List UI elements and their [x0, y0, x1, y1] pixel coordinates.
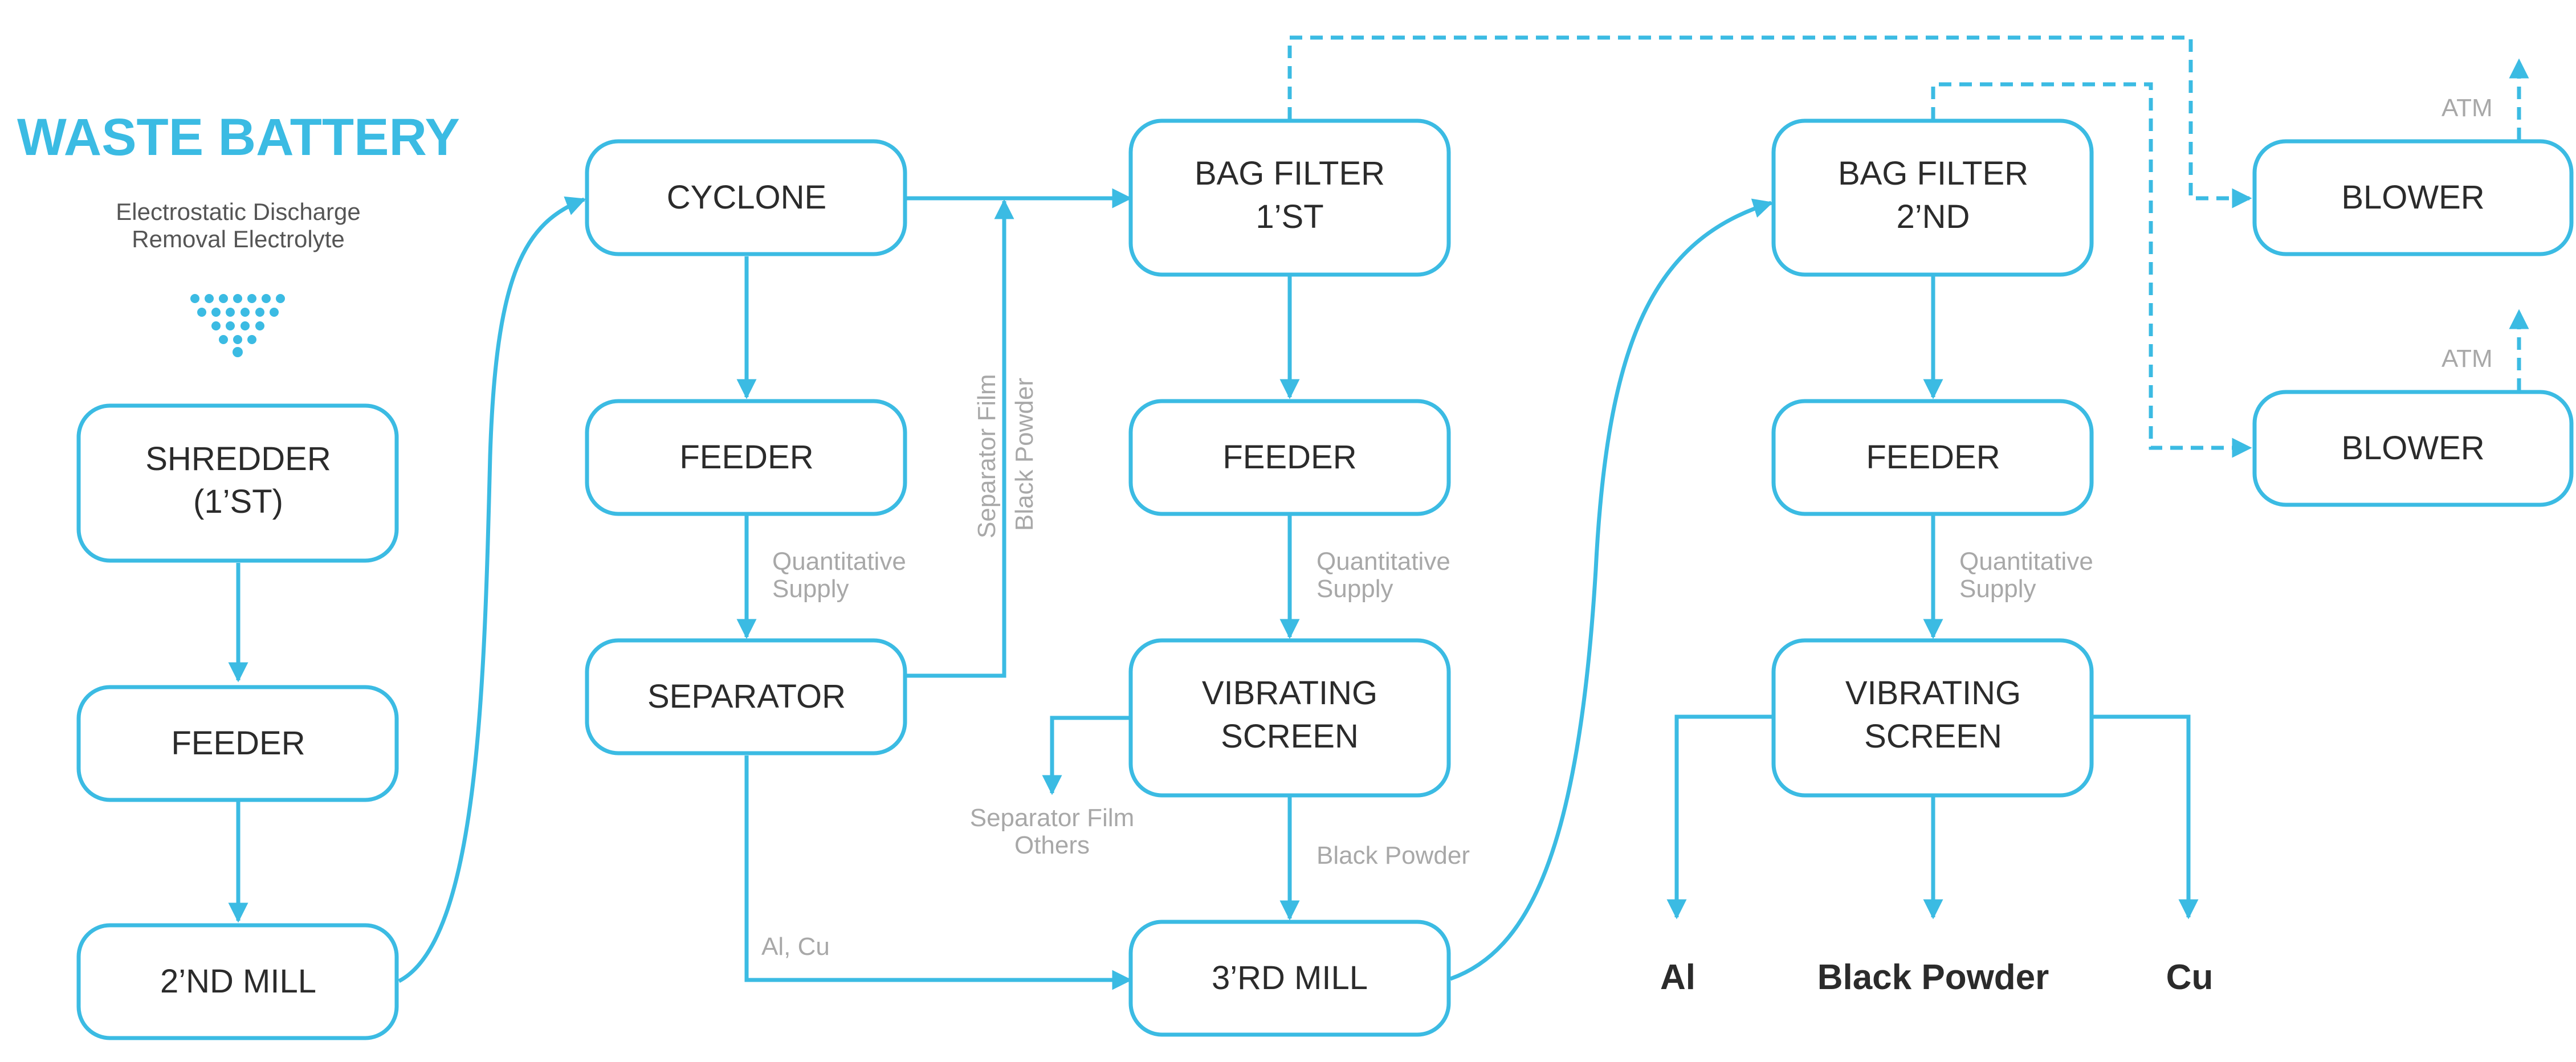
label-quantitative-supply-3a: Quantitative	[1959, 548, 2093, 575]
node-label: BAG FILTER	[1195, 155, 1385, 192]
node-label: BLOWER	[2341, 430, 2484, 467]
label-separator-film: Separator Film	[973, 374, 1001, 538]
node-feeder-3: FEEDER	[1128, 399, 1451, 516]
node-label: FEEDER	[1866, 439, 2000, 476]
node-label: SCREEN	[1221, 718, 1359, 755]
droplets-triangle-icon	[190, 294, 285, 357]
arrow-separator-to-bag-filter-line	[906, 199, 1014, 678]
node-label: SEPARATOR	[647, 678, 846, 715]
arrow-vibrating-screen-2-to-al	[1666, 714, 1772, 920]
node-feeder-1: FEEDER	[76, 685, 399, 802]
node-vibrating-screen-1: VIBRATING SCREEN	[1128, 638, 1451, 798]
node-bag-filter-2nd: BAG FILTER 2’ND	[1771, 119, 2094, 277]
node-label: (1’ST)	[193, 483, 283, 520]
node-bag-filter-1st: BAG FILTER 1’ST	[1128, 119, 1451, 277]
product-cu: Cu	[2166, 958, 2214, 997]
node-label: 2’ND	[1897, 198, 1970, 235]
node-feeder-2: FEEDER	[585, 399, 907, 516]
node-label: FEEDER	[679, 439, 813, 476]
subtitle-line-2: Removal Electrolyte	[132, 226, 344, 252]
label-atm-1: ATM	[2442, 94, 2493, 122]
node-2nd-mill: 2’ND MILL	[76, 923, 399, 1040]
node-label: 2’ND MILL	[160, 963, 316, 1000]
label-quantitative-supply-2a: Quantitative	[1316, 548, 1450, 575]
label-black-powder-vertical: Black Powder	[1010, 378, 1038, 531]
arrow-2nd-mill-to-cyclone	[398, 196, 586, 983]
dashed-bag-filter-2-to-blower-2	[1931, 82, 2252, 458]
product-al: Al	[1660, 958, 1695, 997]
node-separator: SEPARATOR	[585, 638, 907, 755]
node-blower-1: BLOWER	[2252, 139, 2574, 256]
label-atm-2: ATM	[2442, 345, 2493, 373]
label-black-powder: Black Powder	[1316, 842, 1470, 869]
node-label: SCREEN	[1864, 718, 2002, 755]
node-label: 3’RD MILL	[1212, 959, 1368, 996]
dashed-connectors	[1287, 35, 2529, 458]
node-label: SHREDDER	[145, 440, 331, 477]
node-3rd-mill: 3’RD MILL	[1128, 920, 1451, 1037]
node-vibrating-screen-2: VIBRATING SCREEN	[1771, 638, 2094, 798]
diagram-title: WASTE BATTERY	[17, 108, 460, 166]
connectors	[228, 188, 2199, 990]
product-black-powder: Black Powder	[1817, 958, 2049, 997]
node-label: FEEDER	[1222, 439, 1356, 476]
node-label: VIBRATING	[1202, 675, 1377, 712]
label-quantitative-supply-3b: Supply	[1959, 575, 2036, 603]
label-al-cu: Al, Cu	[761, 933, 830, 961]
node-blower-2: BLOWER	[2252, 390, 2574, 507]
arrow-vibrating-screen-1-to-separator-film	[1042, 716, 1130, 795]
label-separator-film-others-a: Separator Film	[970, 804, 1135, 832]
node-label: 1’ST	[1256, 198, 1323, 235]
subtitle-line-1: Electrostatic Discharge	[116, 198, 361, 225]
arrow-3rd-mill-to-bag-filter-2	[1449, 198, 1774, 981]
node-label: CYCLONE	[667, 179, 826, 216]
label-quantitative-supply-1a: Quantitative	[772, 548, 906, 575]
node-label: BAG FILTER	[1838, 155, 2028, 192]
node-label: FEEDER	[171, 725, 305, 762]
label-quantitative-supply-2b: Supply	[1316, 575, 1393, 603]
node-feeder-4: FEEDER	[1771, 399, 2094, 516]
node-label: BLOWER	[2341, 179, 2484, 216]
arrow-vibrating-screen-2-to-cu	[2093, 714, 2199, 920]
node-label: VIBRATING	[1845, 675, 2021, 712]
arrow-separator-to-3rd-mill	[744, 755, 1132, 990]
label-quantitative-supply-1b: Supply	[772, 575, 849, 603]
label-separator-film-others-b: Others	[1014, 831, 1090, 859]
node-cyclone: CYCLONE	[585, 139, 907, 256]
node-shredder: SHREDDER (1’ST)	[76, 403, 399, 563]
